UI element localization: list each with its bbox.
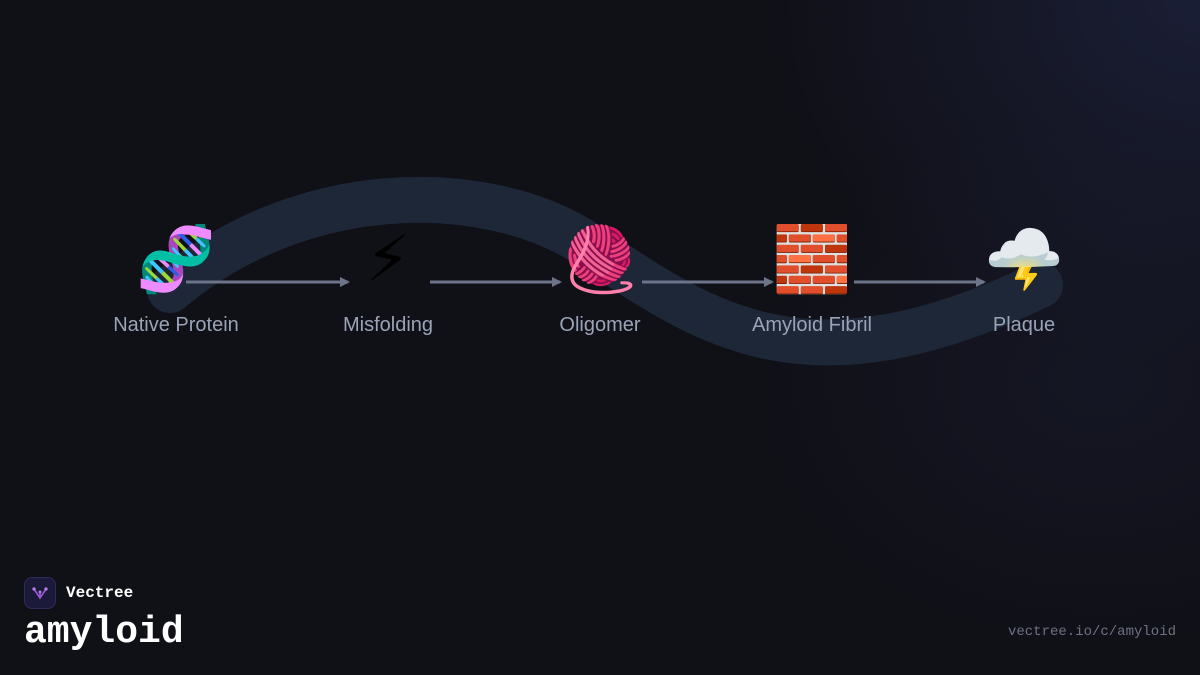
source-url[interactable]: vectree.io/c/amyloid	[1007, 624, 1176, 640]
storm-cloud-icon: 🌩️	[984, 223, 1064, 297]
wave-band	[147, 176, 1063, 366]
brick-wall-icon: 🧱	[772, 223, 852, 297]
step-amyloid-fibril: 🧱 Amyloid Fibril	[722, 220, 902, 337]
step-label: Plaque	[992, 314, 1056, 336]
lightning-icon: ⚡	[365, 223, 411, 297]
yarn-ball-icon: 🧶	[560, 223, 640, 297]
step-native-protein: 🧬 Native Protein	[86, 220, 266, 337]
step-label: Amyloid Fibril	[751, 314, 873, 336]
brand: Vectree	[24, 577, 133, 609]
brand-name: Vectree	[66, 584, 134, 602]
dna-icon: 🧬	[136, 223, 216, 297]
step-label: Misfolding	[342, 314, 434, 336]
step-plaque: 🌩️ Plaque	[934, 220, 1114, 337]
page-title: amyloid	[24, 611, 184, 654]
step-misfolding: ⚡ Misfolding	[298, 220, 478, 337]
vectree-logo-icon	[24, 577, 56, 609]
step-label: Native Protein	[113, 314, 239, 336]
step-label: Oligomer	[559, 314, 641, 336]
step-oligomer: 🧶 Oligomer	[510, 220, 690, 337]
